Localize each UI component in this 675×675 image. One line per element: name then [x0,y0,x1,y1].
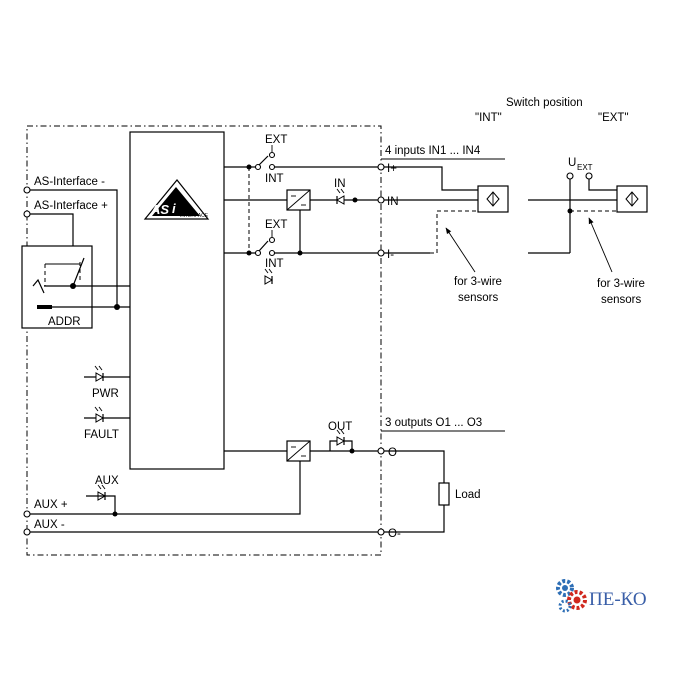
terminal-o-label: O [388,447,397,459]
out-led-label: OUT [328,421,352,433]
output-converter-icon [286,440,311,462]
outputs-header: 3 outputs O1 ... O3 [385,417,482,429]
ext-bottom-label: EXT [265,219,287,231]
input-converter-icon [286,189,311,211]
int-bottom-label: INT [265,258,284,270]
terminal-in [377,196,385,204]
load-box [438,482,450,506]
fault-led-icon [84,406,130,423]
pwr-label: PWR [92,388,119,400]
aux-minus-terminal [23,528,31,536]
as-interface-minus-label: AS-Interface - [34,176,105,188]
terminal-o-minus [377,528,385,536]
pwr-led-icon [84,365,130,382]
watermark-text: ПЕ-КО [589,589,647,610]
u-ext-label: U [568,157,576,169]
aux-plus-label: AUX + [34,499,68,511]
aux-plus-terminal [23,510,31,518]
module-enclosure [26,125,382,556]
ext-top-label: EXT [265,134,287,146]
addr-label: ADDR [48,316,81,328]
int-quoted-label: "INT" [475,112,502,124]
terminal-i-minus-label: I- [387,249,394,261]
inputs-header: 4 inputs IN1 ... IN4 [385,145,481,157]
aux-minus-label: AUX - [34,519,65,531]
terminal-o [377,447,385,455]
int-sensor-icon [477,185,509,213]
for-3wire-label-b-2: sensors [601,294,642,306]
asi-logo-i: i [172,201,176,216]
aux-led-icon [97,484,107,501]
as-interface-plus-label: AS-Interface + [34,200,108,212]
terminal-i-minus [377,249,385,257]
for-3wire-label-a-1: for 3-wire [454,276,502,288]
gear-icon [556,579,587,613]
asi-logo-sub: INTERFACE [180,213,209,219]
for-3wire-label-a-2: sensors [458,292,499,304]
int-top-label: INT [265,173,284,185]
in-led-icon [335,188,345,205]
terminal-i-plus-label: I+ [387,163,397,175]
for-3wire-label-b-1: for 3-wire [597,278,645,290]
fault-label: FAULT [84,429,119,441]
terminal-i-plus [377,163,385,171]
ext-quoted-label: "EXT" [598,112,629,124]
int-led-icon [264,268,274,285]
load-label: Load [455,489,481,501]
addr-box [21,245,93,329]
out-led-icon [336,429,346,446]
aux-label: AUX [95,475,119,487]
in-led-label: IN [334,178,346,190]
terminal-o-minus-label: O- [388,528,401,540]
switch-position-label: Switch position [506,97,583,109]
watermark-logo: ПЕ-КО [553,576,665,616]
ext-sensor-icon [616,185,648,213]
asi-logo: AS i INTERFACE [143,179,210,220]
as-plus-terminal [23,210,31,218]
as-minus-terminal [23,186,31,194]
terminal-in-label: IN [387,196,399,208]
u-ext-sub-label: EXT [577,163,593,172]
asi-logo-text: AS [150,202,169,217]
